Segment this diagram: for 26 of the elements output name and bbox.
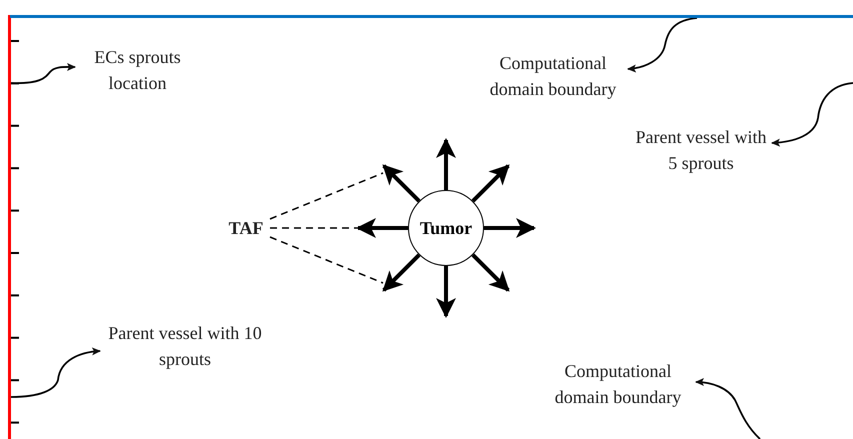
- annotation-label: Computational domain boundary: [540, 358, 696, 410]
- annotation-label: ECs sprouts location: [75, 44, 200, 96]
- dashed-line: [270, 236, 384, 284]
- tumor-circle: [408, 190, 484, 266]
- parent-vessel-line: [8, 15, 11, 439]
- arrow: [356, 218, 408, 238]
- arrow: [382, 164, 421, 203]
- leader-line: [627, 17, 698, 72]
- leader-line: [10, 348, 101, 398]
- tumor-label: Tumor: [420, 218, 472, 238]
- arrow: [484, 218, 536, 238]
- dashed-line: [270, 227, 357, 229]
- annotation-label: Parent vessel with 10 sprouts: [100, 320, 270, 372]
- boundary-line: [10, 15, 853, 18]
- taf-label: TAF: [222, 216, 270, 240]
- leader-line: [771, 82, 853, 146]
- annotation-label: Computational domain boundary: [478, 50, 628, 102]
- annotation-label: Parent vessel with 5 sprouts: [630, 124, 772, 176]
- arrow: [471, 253, 510, 292]
- arrow: [471, 164, 510, 203]
- arrow: [436, 138, 456, 190]
- arrow: [436, 266, 456, 318]
- leader-line: [695, 378, 761, 439]
- leader-line: [10, 62, 76, 84]
- arrow: [382, 253, 421, 292]
- dashed-line: [270, 172, 384, 220]
